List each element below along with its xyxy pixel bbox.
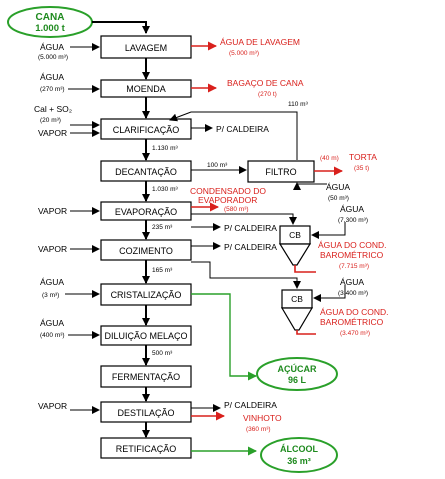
- filtro-box: FILTRO: [247, 160, 315, 183]
- cond-baro1-qty: (7.715 m³): [339, 263, 369, 270]
- agua2-label: ÁGUA: [40, 72, 64, 82]
- caldeira-2: P/ CALDEIRA: [224, 223, 277, 233]
- agua4-label: ÁGUA: [40, 318, 64, 328]
- decantacao-box: DECANTAÇÃO: [100, 160, 192, 182]
- caldeira-1: P/ CALDEIRA: [216, 124, 269, 134]
- flow-1130: 1.130 m³: [152, 145, 178, 152]
- vapor1-label: VAPOR: [38, 128, 67, 138]
- agua-lavagem-qty: (5.000 m³): [229, 50, 259, 57]
- vinhoto-qty: (360 m³): [246, 426, 271, 433]
- alcool-qty: 36 m³: [287, 456, 311, 466]
- condensado-line1: CONDENSADO DO: [190, 186, 266, 196]
- cal-label: Cal + SO₂: [34, 104, 72, 114]
- cana-quantity: 1.000 t: [35, 23, 65, 34]
- agua2-qty: (270 m³): [40, 86, 65, 93]
- svg-text:CLARIFICAÇÃO: CLARIFICAÇÃO: [113, 125, 180, 135]
- svg-text:DILUIÇÃO MELAÇO: DILUIÇÃO MELAÇO: [104, 331, 187, 341]
- flow-100: 100 m³: [207, 162, 228, 169]
- svg-text:CB: CB: [289, 230, 301, 240]
- cond-baro1-line1: ÁGUA DO COND.: [318, 240, 386, 250]
- vapor3-label: VAPOR: [38, 244, 67, 254]
- cond-baro2-line2: BAROMÉTRICO: [320, 317, 384, 327]
- agua-cb1-qty: (7.300 m³): [338, 217, 368, 224]
- torta-qty: (35 t): [354, 165, 369, 172]
- lavagem-box: LAVAGEM: [100, 35, 192, 59]
- cb2-condenser: CB: [280, 289, 314, 331]
- cozimento-box: COZIMENTO: [100, 239, 192, 261]
- torta-in-qty: (40 m): [320, 155, 339, 162]
- alcool-label: ÁLCOOL: [280, 444, 318, 454]
- acucar-ellipse: [256, 357, 338, 391]
- cond-baro1-line2: BAROMÉTRICO: [320, 250, 384, 260]
- flow-1030: 1.030 m³: [152, 186, 178, 193]
- agua-cb2-qty: (3.400 m³): [338, 290, 368, 297]
- svg-text:FERMENTAÇÃO: FERMENTAÇÃO: [112, 372, 180, 382]
- diluicao-melaco-box: DILUIÇÃO MELAÇO: [100, 325, 192, 346]
- acucar-label: AÇÚCAR: [278, 363, 317, 374]
- vapor2-label: VAPOR: [38, 206, 67, 216]
- fermentacao-box: FERMENTAÇÃO: [100, 365, 192, 388]
- agua-cb2-label: ÁGUA: [340, 277, 364, 287]
- svg-text:LAVAGEM: LAVAGEM: [125, 43, 167, 53]
- destilacao-box: DESTILAÇÃO: [100, 401, 192, 423]
- agua3-qty: (3 m³): [42, 292, 59, 299]
- cal-qty: (20 m³): [40, 117, 61, 124]
- svg-text:FILTRO: FILTRO: [265, 167, 296, 177]
- clarificacao-box: CLARIFICAÇÃO: [100, 118, 192, 140]
- cond-baro2-qty: (3.470 m³): [340, 330, 370, 337]
- flow-165: 165 m³: [152, 267, 173, 274]
- evaporacao-box: EVAPORAÇÃO: [100, 201, 192, 221]
- svg-text:EVAPORAÇÃO: EVAPORAÇÃO: [115, 207, 177, 217]
- svg-text:DECANTAÇÃO: DECANTAÇÃO: [115, 167, 177, 177]
- agua1-qty: (5.000 m³): [38, 54, 68, 61]
- agua-filtro-label: ÁGUA: [326, 182, 350, 192]
- cristalizacao-box: CRISTALIZAÇÃO: [100, 283, 192, 306]
- svg-text:CB: CB: [291, 294, 303, 304]
- agua1-label: ÁGUA: [40, 42, 64, 52]
- agua3-label: ÁGUA: [40, 277, 64, 287]
- bagaco-output: BAGAÇO DE CANA: [227, 78, 304, 88]
- svg-text:MOENDA: MOENDA: [126, 84, 166, 94]
- cana-label: CANA: [36, 12, 65, 23]
- acucar-qty: 96 L: [288, 375, 307, 385]
- torta-output: TORTA: [349, 152, 377, 162]
- moenda-box: MOENDA: [100, 79, 192, 98]
- flow-235: 235 m³: [152, 224, 173, 231]
- vapor4-label: VAPOR: [38, 401, 67, 411]
- cb1-condenser: CB: [278, 225, 312, 266]
- condensado-line2: EVAPORADOR: [198, 195, 257, 205]
- caldeira-4: P/ CALDEIRA: [224, 400, 277, 410]
- vinhoto-output: VINHOTO: [243, 413, 282, 423]
- agua4-qty: (400 m³): [40, 332, 65, 339]
- agua-cb1-label: ÁGUA: [340, 204, 364, 214]
- svg-text:RETIFICAÇÃO: RETIFICAÇÃO: [116, 444, 177, 454]
- agua-filtro-qty: (50 m³): [328, 195, 349, 202]
- flow-110: 110 m³: [288, 101, 309, 108]
- flow-500: 500 m³: [152, 350, 173, 357]
- svg-text:COZIMENTO: COZIMENTO: [119, 246, 173, 256]
- svg-text:DESTILAÇÃO: DESTILAÇÃO: [117, 408, 174, 418]
- alcool-ellipse: [260, 437, 338, 473]
- caldeira-3: P/ CALDEIRA: [224, 242, 277, 252]
- agua-lavagem-output: ÁGUA DE LAVAGEM: [220, 37, 300, 47]
- cond-baro2-line1: ÁGUA DO COND.: [320, 307, 388, 317]
- bagaco-qty: (270 t): [258, 91, 277, 98]
- svg-text:CRISTALIZAÇÃO: CRISTALIZAÇÃO: [111, 290, 182, 300]
- retificacao-box: RETIFICAÇÃO: [100, 437, 192, 459]
- condensado-qty: (580 m³): [224, 206, 249, 213]
